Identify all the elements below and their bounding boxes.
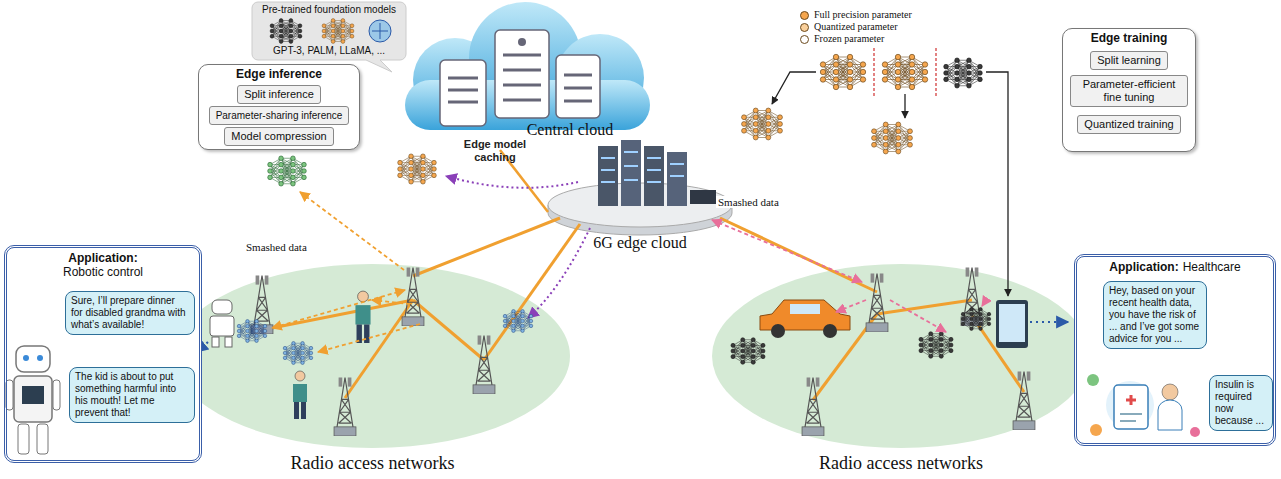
dialogue-bubble-text: Hey, based on your recent health data, y… — [1109, 285, 1201, 345]
application-box-text: Robotic control — [7, 265, 199, 279]
neural-net — [322, 19, 354, 44]
application-box-text: Application: — [1109, 260, 1178, 274]
neural-net — [503, 309, 533, 332]
base-station — [802, 377, 824, 436]
dialogue-bubble: The kid is about to put something harmfu… — [69, 367, 195, 423]
neural-net — [944, 58, 983, 88]
ran-area — [712, 264, 1090, 448]
flow-label: Smashed data — [716, 196, 781, 208]
caching-arrow — [446, 176, 578, 188]
robot-small — [210, 300, 234, 347]
base-station — [334, 377, 356, 436]
network-region: Radio access networks — [175, 262, 570, 450]
dialogue-bubble-text: Insulin is required now because ... — [1215, 379, 1267, 427]
neural-net — [270, 19, 302, 44]
neural-net — [919, 332, 953, 359]
method-item-text: Model compression — [231, 130, 326, 143]
application-box-text: Application: — [7, 251, 199, 265]
smashed-data-arrow — [712, 220, 986, 332]
health-icons — [1087, 374, 1200, 437]
speech-bubble — [252, 2, 406, 72]
speech-bubble-text: Pre-trained foundation models — [262, 4, 396, 15]
dialogue-bubble-text: The kid is about to put something harmfu… — [75, 371, 189, 419]
neural-net — [268, 156, 307, 186]
method-box-text: Edge inference — [199, 65, 359, 81]
base-station — [473, 335, 495, 394]
method-item-text: Split learning — [1097, 54, 1161, 67]
split-arrow — [772, 72, 1008, 296]
neural-net — [882, 54, 927, 89]
method-item: Quantized training — [1077, 115, 1180, 134]
base-station — [251, 275, 273, 334]
neural-net — [742, 108, 783, 140]
legend-text: Quantized parameter — [814, 21, 898, 33]
method-item: Parameter-efficient fine tuning — [1070, 75, 1188, 107]
cut-line — [874, 48, 936, 96]
edge-cloud-label: 6G edge cloud — [575, 234, 705, 254]
central-cloud — [405, 2, 650, 130]
legend-swatch — [800, 11, 809, 20]
edge-cloud — [548, 140, 732, 235]
caching-label: Edge model caching — [452, 138, 538, 164]
base-station — [402, 267, 424, 326]
tablet — [996, 300, 1028, 348]
method-item-text: Split inference — [244, 88, 314, 101]
method-item: Split inference — [237, 85, 321, 104]
application-box-text: Healthcare — [1183, 260, 1241, 274]
base-station — [866, 273, 888, 332]
ran-area — [174, 264, 570, 448]
method-item-text: Quantized training — [1084, 118, 1173, 131]
legend-text: Frozen parameter — [814, 33, 884, 45]
neural-net — [283, 341, 313, 364]
person — [355, 291, 370, 343]
device-app-arrow — [1030, 321, 1068, 323]
network-region: Radio access networks — [712, 262, 1090, 450]
caching-arrow — [528, 228, 590, 318]
car — [760, 300, 850, 338]
neural-net — [237, 319, 267, 342]
neural-net — [731, 338, 765, 365]
neural-net — [398, 154, 437, 184]
legend-row: Full precision parameter — [800, 9, 912, 21]
method-item-text: Parameter-efficient fine tuning — [1077, 78, 1181, 104]
method-box: Edge inferenceSplit inferenceParameter-s… — [198, 64, 360, 150]
backhaul-link — [262, 150, 1024, 400]
legend-swatch — [800, 35, 809, 44]
method-box-text: Edge training — [1063, 29, 1195, 45]
person — [293, 371, 307, 419]
app-panel — [1075, 255, 1275, 445]
network-region-text: Radio access networks — [712, 453, 1090, 474]
neural-net — [961, 307, 991, 330]
dialogue-bubble: Sure, I’ll prepare dinner for disabled g… — [65, 291, 195, 335]
dialogue-bubble-text: Sure, I’ll prepare dinner for disabled g… — [71, 295, 189, 331]
method-item: Model compression — [224, 127, 333, 146]
flow-label: Smashed data — [244, 241, 309, 253]
network-region-text: Radio access networks — [175, 453, 570, 474]
method-box: Edge trainingSplit learningParameter-eff… — [1062, 28, 1196, 152]
dialogue-bubble: Insulin is required now because ... — [1209, 375, 1273, 431]
application-box: Application:Robotic controlSure, I’ll pr… — [4, 245, 202, 463]
base-station — [1013, 371, 1035, 430]
application-box: Application: HealthcareHey, based on your… — [1074, 254, 1276, 446]
brain-icon — [369, 20, 391, 42]
method-item: Split learning — [1090, 51, 1168, 70]
cloud-label-text: Central cloud — [500, 121, 640, 139]
dialogue-bubble: Hey, based on your recent health data, y… — [1103, 281, 1207, 349]
legend-swatch — [800, 23, 809, 32]
method-item: Parameter-sharing inference — [209, 106, 350, 125]
legend-row: Quantized parameter — [800, 21, 912, 33]
robot — [6, 346, 60, 454]
edge-cloud-label-text: 6G edge cloud — [575, 234, 705, 252]
legend-row: Frozen parameter — [800, 33, 912, 45]
method-item-text: Parameter-sharing inference — [216, 109, 343, 122]
speech-bubble: Pre-trained foundation modelsGPT-3, PALM… — [252, 2, 406, 60]
smashed-data-arrow — [272, 192, 420, 352]
app-panel — [5, 246, 201, 462]
legend: Full precision parameterQuantized parame… — [800, 9, 912, 45]
neural-net — [872, 122, 913, 154]
speech-bubble-text: GPT-3, PALM, LLaMA, ... — [273, 45, 385, 56]
legend-text: Full precision parameter — [814, 9, 912, 21]
neural-net — [820, 54, 865, 89]
